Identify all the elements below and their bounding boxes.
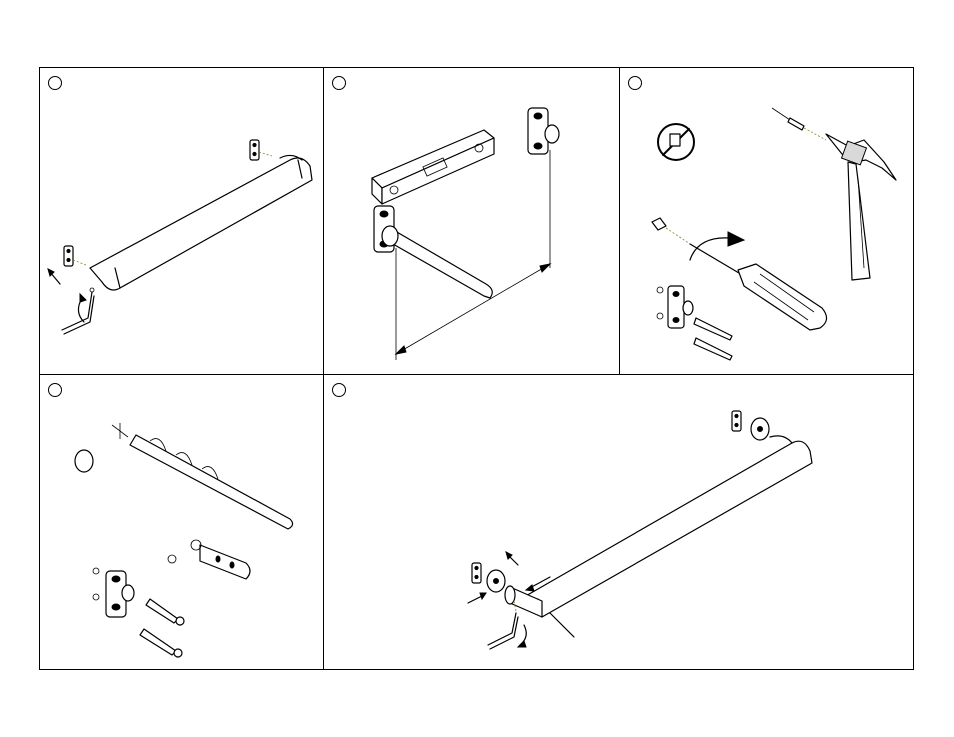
- hammer-icon: [826, 134, 896, 280]
- screw-icon: [772, 108, 826, 140]
- wall-bracket-icon: [528, 108, 559, 154]
- allen-key-icon: [62, 288, 94, 334]
- step-number-circle: [48, 383, 62, 397]
- escutcheon-icon: [487, 570, 505, 592]
- wall-bracket-icon: [64, 246, 86, 266]
- towel-bar-icon: [90, 155, 312, 290]
- panel-step-3: [620, 68, 913, 374]
- step-number-circle: [332, 383, 346, 397]
- wall-anchor-icon: [168, 540, 250, 579]
- step-3-illustration: [620, 68, 913, 374]
- wall-bracket-icon: [250, 140, 272, 160]
- wall-bracket-icon: [93, 568, 134, 617]
- step-4-illustration: [40, 375, 323, 669]
- wall-bracket-icon: [472, 563, 481, 583]
- step-number-circle: [48, 76, 62, 90]
- screw-icon: [694, 318, 732, 360]
- towel-bar-icon: [382, 226, 492, 298]
- step-5-illustration: [324, 375, 913, 669]
- direction-arrow-icon: [48, 269, 60, 284]
- wall-bracket-icon: [732, 411, 741, 431]
- prohibited-icon: [658, 124, 694, 160]
- screw-icon: [140, 599, 184, 657]
- panel-step-5: [324, 375, 913, 669]
- step-1-illustration: [40, 68, 323, 374]
- step-number-circle: [332, 76, 346, 90]
- step-number-circle: [628, 76, 642, 90]
- towel-bar-icon: [505, 436, 812, 617]
- spirit-level-icon: [372, 130, 494, 204]
- drill-bit-icon: [112, 423, 293, 529]
- panel-step-1: [40, 68, 323, 374]
- panel-step-2: [324, 68, 619, 374]
- step-2-illustration: [324, 68, 619, 374]
- escutcheon-icon: [751, 418, 769, 440]
- panel-step-4: [40, 375, 323, 669]
- wall-bracket-icon: [657, 286, 693, 328]
- drill-hole-icon: [75, 450, 93, 472]
